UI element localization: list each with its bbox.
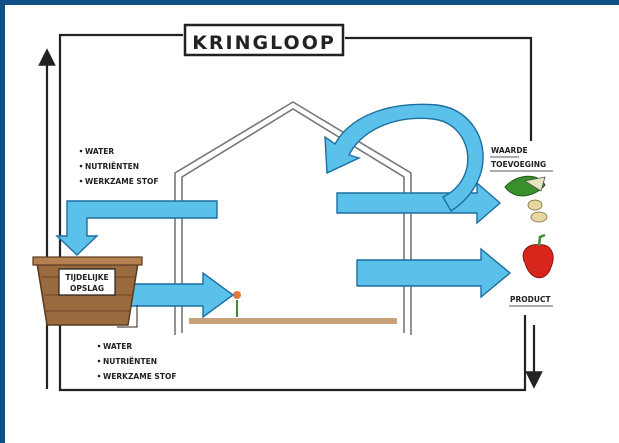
diagram-title: KRINGLOOP <box>192 32 336 54</box>
arrow-to-storage <box>55 200 218 256</box>
value-added-label: WAARDE TOEVOEGING <box>490 146 553 172</box>
top-left-list: WATER NUTRIËNTEN WERKZAME STOF <box>85 147 158 186</box>
list-item: WATER <box>103 342 132 351</box>
storage-label: TIJDELIJKE OPSLAG <box>58 268 116 296</box>
pepper-icon <box>522 233 554 279</box>
bullets <box>79 149 101 378</box>
greenhouse <box>174 101 412 335</box>
arrow-loop <box>324 103 484 212</box>
list-item: WATER <box>85 147 114 156</box>
value-added-line1: WAARDE <box>491 146 528 155</box>
title-box: KRINGLOOP <box>183 23 345 57</box>
seedling-icon <box>233 291 241 317</box>
list-item: NUTRIËNTEN <box>103 357 157 366</box>
leaf-seeds-icon <box>504 175 548 223</box>
arrow-to-value-added <box>336 181 502 225</box>
list-item: NUTRIËNTEN <box>85 162 139 171</box>
value-added-line2: TOEVOEGING <box>491 160 546 169</box>
bottom-left-list: WATER NUTRIËNTEN WERKZAME STOF <box>103 342 176 381</box>
soil-strip <box>189 318 397 324</box>
canvas: KRINGLOOP WATER NUTRIËNTEN WERKZAME STOF <box>5 5 619 443</box>
list-item: WERKZAME STOF <box>85 177 158 186</box>
connector-line <box>117 305 138 328</box>
kringloop-diagram: KRINGLOOP WATER NUTRIËNTEN WERKZAME STOF <box>32 23 554 392</box>
cycle-line <box>38 33 543 392</box>
product-text: PRODUCT <box>510 295 551 304</box>
arrows <box>55 103 512 319</box>
storage-label-line2: OPSLAG <box>70 284 104 293</box>
arrow-to-product <box>356 247 512 299</box>
storage-label-line1: TIJDELIJKE <box>65 273 108 282</box>
product-label: PRODUCT <box>509 295 553 307</box>
list-item: WERKZAME STOF <box>103 372 176 381</box>
